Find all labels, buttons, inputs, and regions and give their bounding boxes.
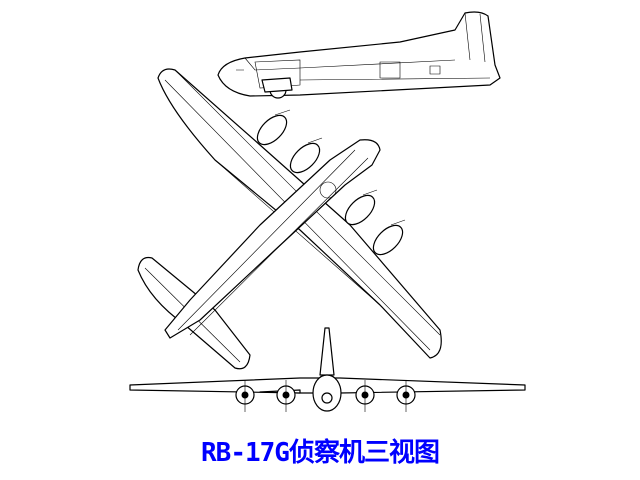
aircraft-three-view-drawing [129, 11, 526, 412]
side-view [217, 11, 501, 99]
front-view [129, 327, 526, 412]
top-view [137, 68, 442, 370]
diagram-caption: RB-17G侦察机三视图 [201, 438, 440, 468]
